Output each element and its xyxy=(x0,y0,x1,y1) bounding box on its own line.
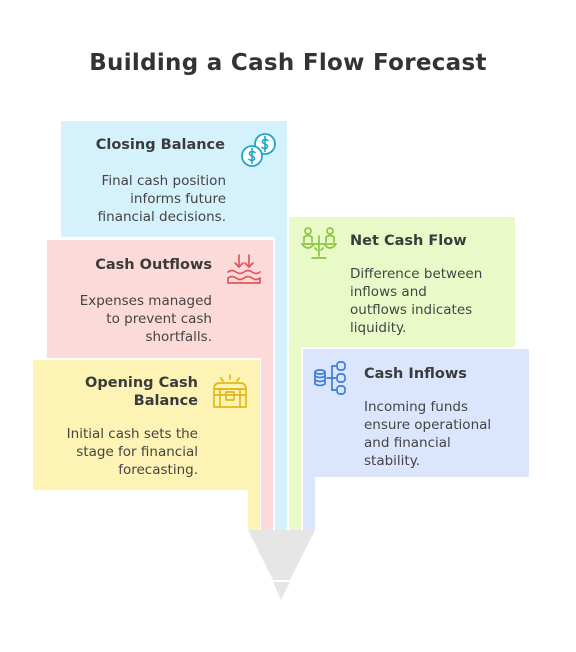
opening-cash-balance-title: Opening Cash Balance xyxy=(85,375,198,409)
closing-balance-card xyxy=(61,121,287,237)
closing-balance-title: Closing Balance xyxy=(95,137,225,153)
cash-inflows-description: Incoming funds ensure operational and fi… xyxy=(364,399,492,469)
net-cash-flow-title: Net Cash Flow xyxy=(350,233,467,249)
opening-cash-balance-card xyxy=(33,360,260,490)
cash-outflows-card xyxy=(47,240,273,358)
outflow-water-icon xyxy=(227,254,261,284)
balance-scale-icon xyxy=(301,227,337,259)
treasure-chest-icon xyxy=(213,374,247,408)
cash-outflows-stem xyxy=(261,350,273,530)
cash-outflows-description: Expenses managed to prevent cash shortfa… xyxy=(79,293,212,345)
net-cash-flow-description: Difference between inflows and outflows … xyxy=(350,266,483,336)
closing-balance-description: Final cash position informs future finan… xyxy=(97,173,226,225)
cash-outflows-title: Cash Outflows xyxy=(95,257,212,273)
coins-icon xyxy=(241,133,276,167)
opening-cash-balance-description: Initial cash sets the stage for financia… xyxy=(66,426,198,478)
closing-balance-stem xyxy=(275,230,287,530)
net-cash-flow-stem xyxy=(289,340,301,530)
page-title: Building a Cash Flow Forecast xyxy=(89,50,487,76)
database-inflow-icon xyxy=(314,361,346,395)
opening-cash-balance-stem xyxy=(248,480,260,530)
cash-inflows-stem xyxy=(303,470,315,530)
cash-inflows-title: Cash Inflows xyxy=(364,366,467,382)
